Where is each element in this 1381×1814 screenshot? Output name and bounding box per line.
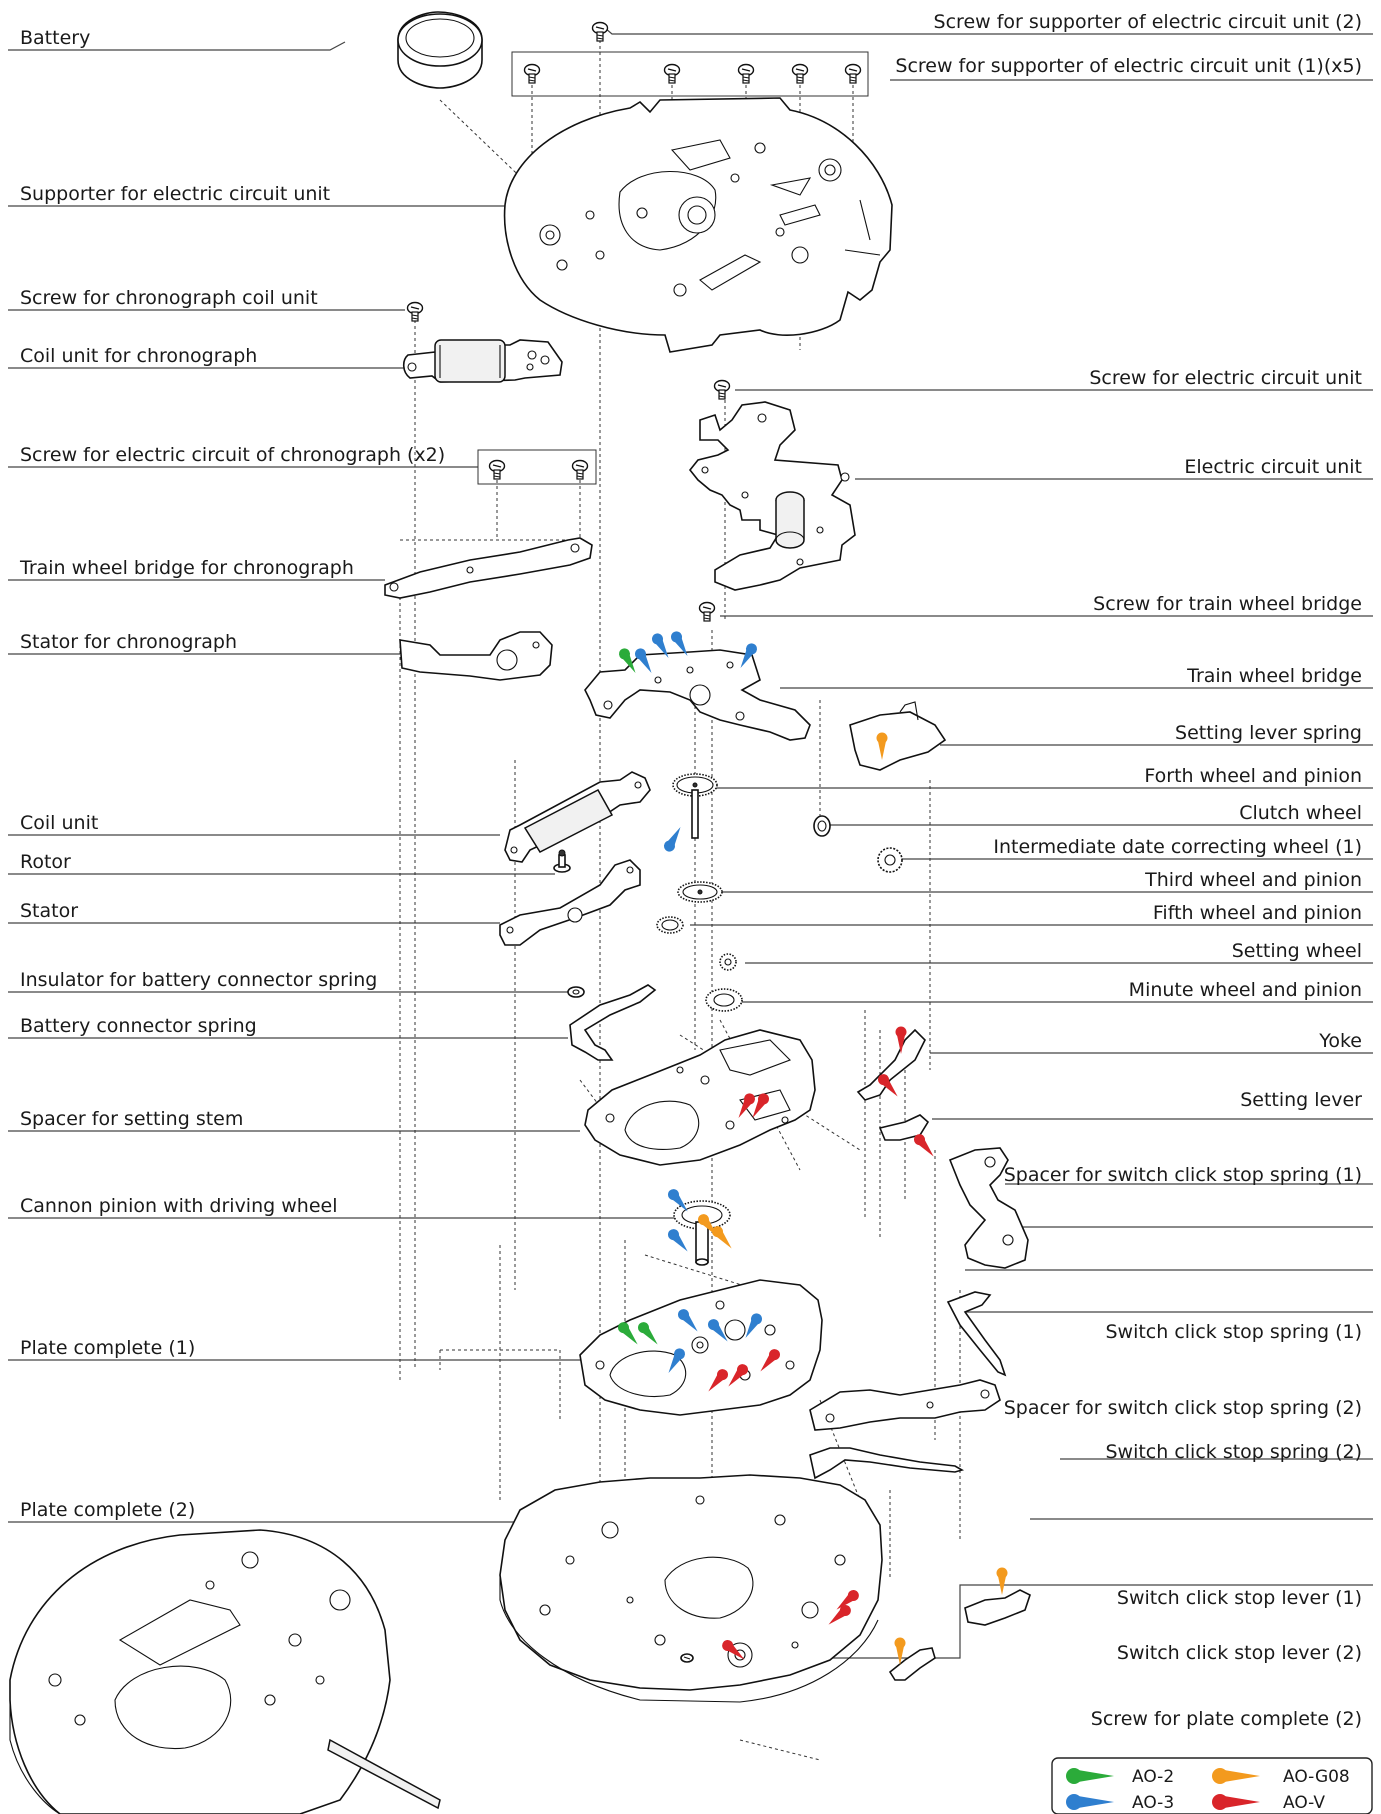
clutch-wheel-part xyxy=(813,815,831,837)
label-fifth-wheel: Fifth wheel and pinion xyxy=(1153,902,1362,924)
label-insulator: Insulator for battery connector spring xyxy=(20,969,377,991)
label-screw-supporter1: Screw for supporter of electric circuit … xyxy=(895,55,1362,77)
click-spring2-part xyxy=(809,1447,965,1480)
legend-label-ao2: AO-2 xyxy=(1132,1767,1174,1787)
minute-wheel-part xyxy=(705,988,743,1012)
label-third-wheel: Third wheel and pinion xyxy=(1144,869,1362,891)
stator-chrono-part xyxy=(399,631,553,681)
label-forth-wheel: Forth wheel and pinion xyxy=(1144,765,1362,787)
legend-item-aog08: AO-G08 xyxy=(1212,1767,1350,1787)
label-battery: Battery xyxy=(20,27,90,49)
click-lever2-part xyxy=(888,1647,936,1681)
label-circuit-unit: Electric circuit unit xyxy=(1184,456,1362,478)
intermediate-date-wheel-part xyxy=(877,847,903,873)
plate1-part xyxy=(579,1279,823,1416)
label-train-bridge: Train wheel bridge xyxy=(1186,665,1362,687)
setting-lever-spring-part xyxy=(849,701,947,771)
legend-label-ao3: AO-3 xyxy=(1132,1793,1174,1813)
parts xyxy=(9,11,1031,1814)
label-screw-circuit-chrono: Screw for electric circuit of chronograp… xyxy=(20,444,445,466)
legend-label-aog08: AO-G08 xyxy=(1283,1767,1350,1787)
legend-item-ao2: AO-2 xyxy=(1066,1767,1174,1787)
screw-supporter-2 xyxy=(591,21,609,42)
label-rotor: Rotor xyxy=(20,851,71,873)
label-supporter: Supporter for electric circuit unit xyxy=(20,183,330,205)
setting-lever-part xyxy=(878,1114,930,1141)
coil-unit-part xyxy=(504,771,651,863)
label-spacer-click1: Spacer for switch click stop spring (1) xyxy=(1004,1164,1362,1186)
label-screw-plate2: Screw for plate complete (2) xyxy=(1091,1708,1362,1730)
rotor-part xyxy=(553,849,571,873)
left-labels: Battery Supporter for electric circuit u… xyxy=(19,27,445,1521)
label-coil-unit: Coil unit xyxy=(20,812,98,834)
spacer-click-spring2-part xyxy=(809,1379,1001,1431)
legend-item-aov: AO-V xyxy=(1212,1793,1325,1813)
label-screw-circuit: Screw for electric circuit unit xyxy=(1089,367,1362,389)
label-click-lever2: Switch click stop lever (2) xyxy=(1117,1642,1362,1664)
label-minute-wheel: Minute wheel and pinion xyxy=(1129,979,1362,1001)
label-coil-chrono: Coil unit for chronograph xyxy=(20,345,257,367)
label-stator: Stator xyxy=(20,900,78,922)
label-screw-supporter2: Screw for supporter of electric circuit … xyxy=(934,11,1362,33)
label-setting-wheel: Setting wheel xyxy=(1232,940,1362,962)
legend-label-aov: AO-V xyxy=(1283,1793,1325,1813)
spacer-click-spring1-part xyxy=(948,1147,1029,1269)
third-wheel-part xyxy=(677,881,723,903)
plate2-part xyxy=(499,1474,883,1703)
label-stator-chrono: Stator for chronograph xyxy=(20,631,237,653)
label-battery-spring: Battery connector spring xyxy=(20,1015,257,1037)
train-wheel-bridge-part xyxy=(584,649,811,741)
label-intermediate-date: Intermediate date correcting wheel (1) xyxy=(993,836,1362,858)
label-setting-lever-spring: Setting lever spring xyxy=(1175,722,1362,744)
click-spring1-part xyxy=(946,1291,1007,1377)
label-screw-coil-chrono: Screw for chronograph coil unit xyxy=(20,287,318,309)
legend: AO-2 AO-G08 AO-3 AO-V xyxy=(1051,1757,1373,1814)
supporter-plate-part xyxy=(503,97,893,353)
assembled-movement-part xyxy=(9,1529,441,1814)
label-yoke: Yoke xyxy=(1318,1030,1362,1052)
fifth-wheel-part xyxy=(656,916,684,934)
battery-part xyxy=(397,11,483,89)
right-labels: Screw for supporter of electric circuit … xyxy=(895,11,1362,1730)
label-screw-train: Screw for train wheel bridge xyxy=(1093,593,1362,615)
label-plate1: Plate complete (1) xyxy=(20,1337,195,1359)
label-click-lever1: Switch click stop lever (1) xyxy=(1117,1587,1362,1609)
electric-circuit-unit-part xyxy=(688,401,856,591)
label-click-spring2: Switch click stop spring (2) xyxy=(1105,1441,1362,1463)
insulator-part xyxy=(567,986,585,998)
battery-connector-spring-part xyxy=(569,984,657,1061)
label-spacer-click2: Spacer for switch click stop spring (2) xyxy=(1004,1397,1362,1419)
label-plate2: Plate complete (2) xyxy=(20,1499,195,1521)
label-cannon-pinion: Cannon pinion with driving wheel xyxy=(20,1195,337,1217)
label-setting-lever: Setting lever xyxy=(1240,1089,1362,1111)
legend-item-ao3: AO-3 xyxy=(1066,1793,1174,1813)
forth-wheel-part xyxy=(672,773,718,839)
label-spacer-stem: Spacer for setting stem xyxy=(20,1108,243,1130)
label-clutch-wheel: Clutch wheel xyxy=(1239,802,1362,824)
train-bridge-chrono-part xyxy=(384,537,593,599)
spacer-setting-stem-part xyxy=(584,1029,816,1166)
click-lever1-part xyxy=(964,1589,1031,1626)
stator-part xyxy=(499,859,641,946)
screw-plate2-part xyxy=(680,1653,694,1663)
label-click-spring1: Switch click stop spring (1) xyxy=(1105,1321,1362,1343)
label-train-bridge-chrono: Train wheel bridge for chronograph xyxy=(19,557,354,579)
coil-unit-chrono-part xyxy=(402,339,563,383)
setting-wheel-part xyxy=(719,953,737,971)
